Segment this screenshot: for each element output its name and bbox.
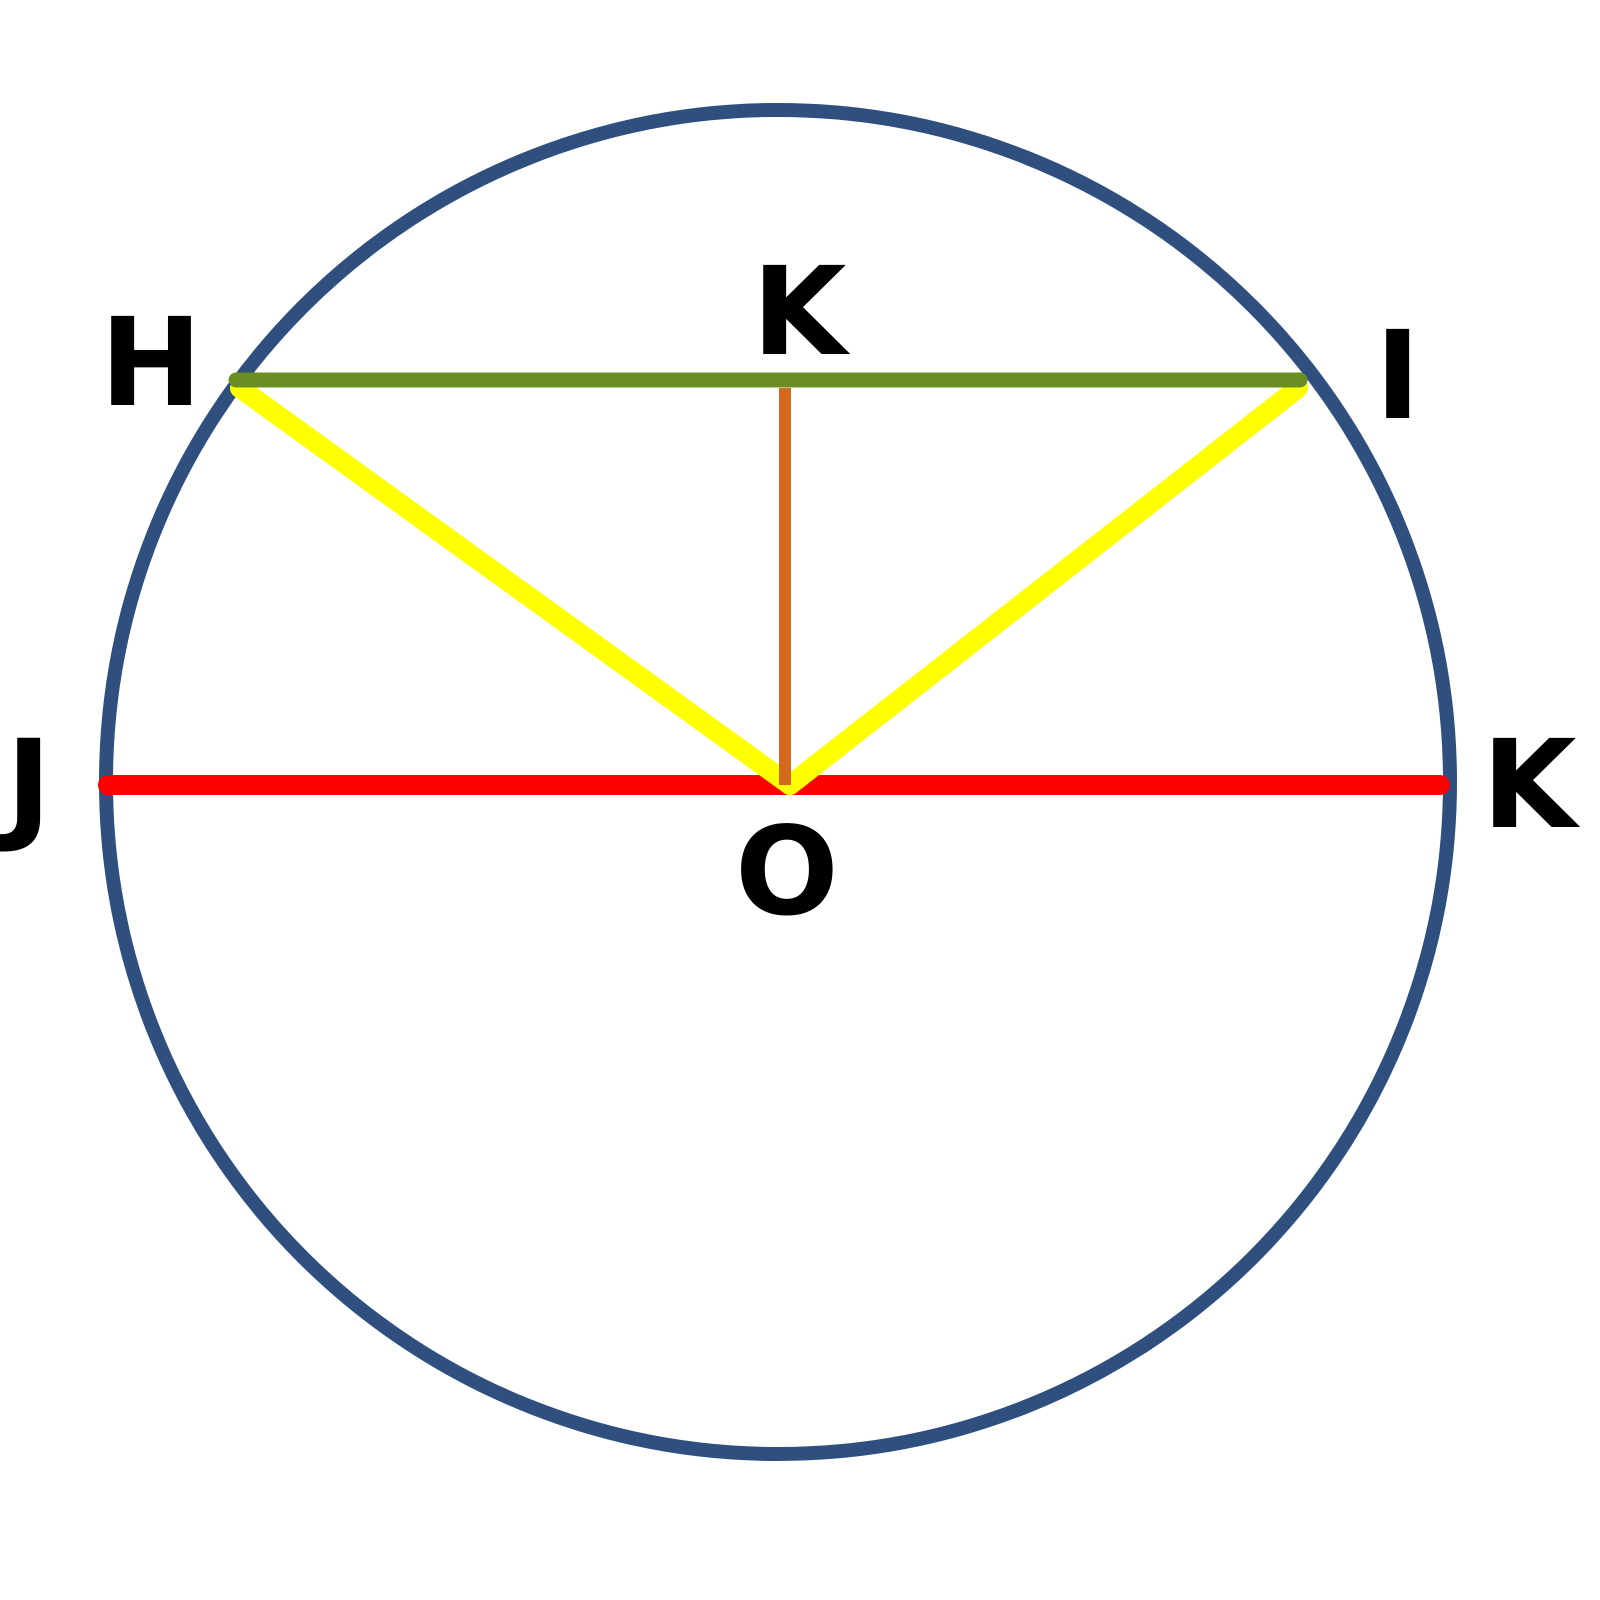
label-o: O <box>735 801 839 943</box>
label-h: H <box>100 292 202 434</box>
label-k-right: K <box>1482 714 1581 856</box>
radius-oh <box>230 378 800 795</box>
label-j: J <box>0 714 51 856</box>
label-i: I <box>1375 305 1420 447</box>
label-k-top: K <box>752 241 851 383</box>
radius-oi <box>780 378 1308 795</box>
